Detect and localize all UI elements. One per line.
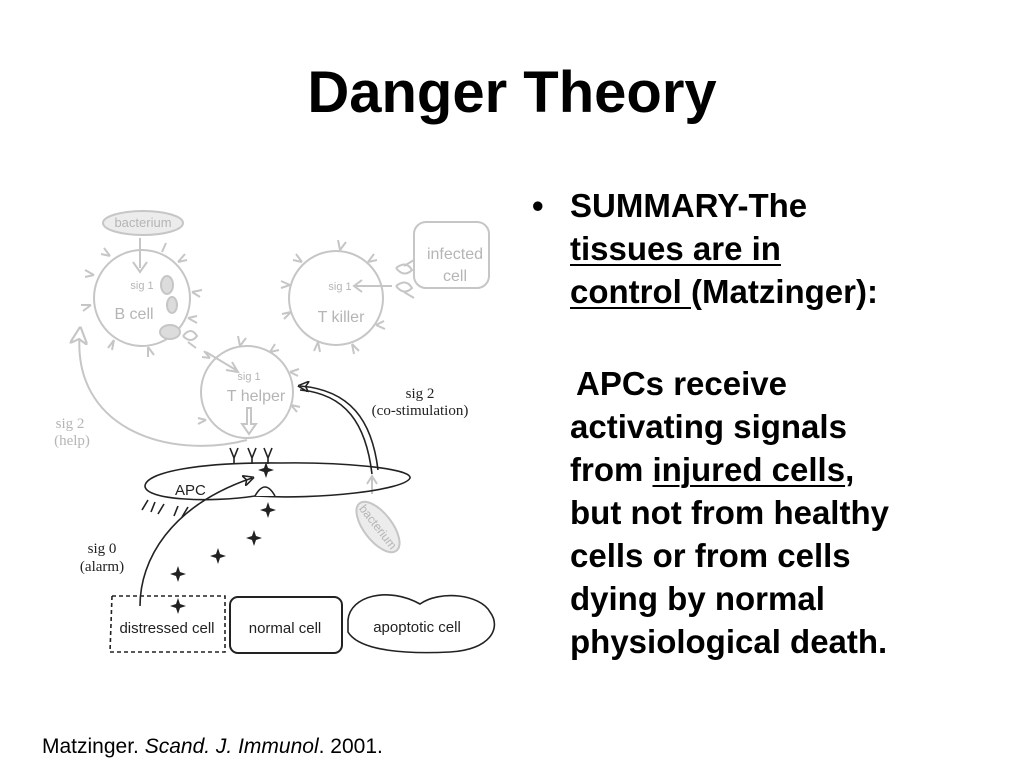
b-cell-label: B cell bbox=[114, 306, 153, 323]
apc-line-5: cells or from cells bbox=[570, 537, 851, 574]
summary-line-3: control (Matzinger): bbox=[570, 273, 878, 310]
danger-theory-diagram: bacterium sig 1 B cell infected cell sig… bbox=[54, 210, 496, 654]
summary-text: • SUMMARY-The tissues are in control (Ma… bbox=[532, 184, 1002, 663]
bacterium-top-label: bacterium bbox=[114, 215, 171, 230]
summary-line-2: tissues are in bbox=[570, 227, 1002, 270]
apc-line-2: activating signals bbox=[570, 408, 847, 445]
injured-cells-underline: injured cells bbox=[652, 451, 846, 488]
sig2-costim-label-1: sig 2 bbox=[406, 386, 435, 402]
normal-cell-label: normal cell bbox=[249, 620, 322, 637]
normal-cell bbox=[229, 596, 343, 654]
summary-line-1: SUMMARY-The bbox=[570, 187, 808, 224]
apc-label: APC bbox=[175, 482, 206, 499]
apc-line-3: from injured cells, bbox=[570, 451, 855, 488]
citation-journal: Scand. J. Immunol bbox=[144, 735, 319, 758]
control-underline: control bbox=[570, 273, 691, 310]
tissues-underline: tissues are in bbox=[570, 230, 781, 267]
sig0-label-1: sig 0 bbox=[88, 541, 117, 557]
slide-title: Danger Theory bbox=[307, 60, 717, 125]
cell-label: cell bbox=[443, 268, 467, 285]
bacterium-apc bbox=[355, 500, 401, 554]
apc-cell bbox=[144, 462, 411, 501]
sig2-costim-label-2: (co-stimulation) bbox=[372, 403, 469, 419]
receptor-1 bbox=[229, 447, 239, 464]
t-killer-label: T killer bbox=[318, 309, 365, 326]
sig1-k-label: sig 1 bbox=[328, 281, 351, 293]
sig2-help-label-1: sig 2 bbox=[56, 416, 85, 432]
apoptotic-cell bbox=[347, 593, 496, 654]
sig1-h-label: sig 1 bbox=[237, 371, 260, 383]
apoptotic-cell-label: apoptotic cell bbox=[373, 619, 461, 636]
apc-line-1: APCs receive bbox=[576, 365, 787, 402]
receptor-3 bbox=[263, 447, 273, 464]
distressed-cell bbox=[109, 595, 226, 653]
sig0-label-2: (alarm) bbox=[80, 559, 124, 575]
citation: Matzinger. Scand. J. Immunol. 2001. bbox=[42, 735, 383, 758]
bacterium-top bbox=[102, 210, 184, 236]
infected-cell bbox=[413, 221, 490, 289]
t-killer bbox=[288, 250, 384, 346]
apc-line-6: dying by normal bbox=[570, 580, 825, 617]
receptor-2 bbox=[247, 447, 257, 464]
sig2-help-label-2: (help) bbox=[54, 433, 90, 449]
t-helper bbox=[200, 345, 294, 439]
sig1-b-label: sig 1 bbox=[130, 280, 153, 292]
apc-line-4: but not from healthy bbox=[570, 494, 889, 531]
bullet: • bbox=[532, 187, 544, 224]
infected-label: infected bbox=[427, 246, 483, 263]
b-cell bbox=[93, 249, 191, 347]
distressed-cell-label: distressed cell bbox=[119, 620, 214, 637]
apc-line-7: physiological death. bbox=[570, 623, 888, 660]
signal-stars bbox=[170, 462, 276, 614]
t-helper-label: T helper bbox=[227, 388, 286, 405]
